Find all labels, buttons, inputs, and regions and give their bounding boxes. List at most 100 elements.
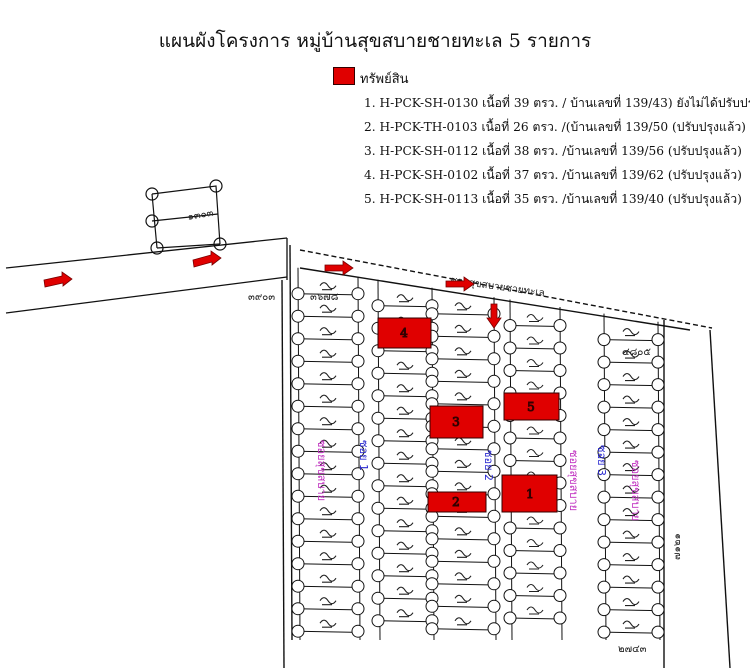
plot-corner-node [291, 377, 305, 391]
plot-corner-node [487, 419, 501, 433]
plot-row-line [509, 595, 561, 597]
plot-number-scribble [319, 282, 337, 291]
plot-number-scribble [396, 541, 414, 550]
plot-corner-node [553, 544, 567, 557]
plot-row-line [297, 585, 359, 588]
plot-row-line [297, 338, 359, 341]
plot-corner-node [487, 599, 501, 613]
plot-corner-node [553, 341, 567, 355]
plot-row-line [603, 519, 659, 522]
plot-row-line [431, 335, 495, 339]
plot-corner-node [597, 400, 611, 414]
plot-corner-node [553, 319, 567, 332]
plot-row-line [297, 495, 359, 498]
plot-corner-node [351, 444, 365, 458]
plot-number-scribble [454, 527, 472, 536]
plot-number-scribble [454, 437, 472, 446]
plot-number-scribble [622, 598, 640, 607]
plot-corner-node [597, 625, 611, 639]
plot-corner-node [487, 329, 501, 343]
plot-corner-node [351, 624, 365, 638]
arrow-right-icon [192, 250, 222, 268]
plot-row-line [603, 541, 659, 544]
plot-row-line [603, 429, 659, 432]
plot-corner-node [487, 577, 501, 591]
plot-number-scribble [396, 474, 414, 483]
plot-corner-node [553, 589, 567, 602]
plot-corner-node [425, 577, 439, 591]
plot-number-scribble [319, 327, 337, 336]
plot-number-scribble [622, 485, 640, 494]
asset-line-1: 1. H-PCK-SH-0130 เนื้อที่ 39 ตรว. / บ้าน… [364, 96, 750, 110]
plot-row-line [377, 462, 433, 465]
plot-corner-node [597, 445, 611, 459]
plot-corner-node [291, 332, 305, 346]
plot-corner-node [503, 611, 517, 625]
plot-number-scribble [526, 448, 544, 458]
plot-corner-node [371, 456, 385, 470]
plot-row-line [431, 605, 495, 609]
plot-corner-node [597, 603, 611, 617]
plot-corner-node [503, 566, 517, 580]
arrow-right-icon [324, 260, 354, 276]
plot-corner-node [371, 546, 385, 560]
plot-mark-2: ๓๖๗๘ [310, 292, 339, 303]
plot-row-line [603, 631, 659, 634]
plot-corner-node [291, 287, 305, 301]
plot-number-scribble [319, 619, 337, 628]
plot-column-line [559, 306, 563, 641]
plot-corner-node [371, 411, 385, 425]
plot-number-scribble [622, 418, 640, 427]
plot-row-line [431, 470, 495, 474]
plot-corner-node [597, 355, 611, 369]
plot-row-line [431, 515, 495, 519]
plot-corner-node [597, 468, 611, 482]
plot-number-scribble [454, 324, 472, 333]
asset-marker-5-label: 5 [527, 400, 535, 414]
plot-row-line [509, 370, 561, 372]
plot-number-scribble [319, 417, 337, 426]
plot-corner-node [597, 333, 611, 347]
plot-corner-node [651, 625, 665, 639]
plot-number-scribble [526, 516, 544, 525]
plot-corner-node [291, 444, 305, 458]
asset-marker-3 [429, 405, 484, 439]
plot-number-scribble [454, 594, 472, 603]
plot-number-scribble [396, 609, 414, 618]
asset-line-5: 5. H-PCK-SH-0113 เนื้อที่ 35 ตรว. /บ้านเ… [364, 192, 742, 206]
plot-corner-node [553, 566, 567, 580]
plot-corner-node [503, 431, 517, 445]
plot-corner-node [651, 513, 665, 527]
plot-row-line [509, 347, 561, 350]
plot-number-scribble [526, 538, 544, 548]
plot-corner-node [371, 299, 385, 313]
arrow-down-icon [486, 303, 502, 329]
plot-corner-node [503, 521, 517, 535]
plot-corner-node [351, 579, 365, 593]
arrow-right-icon [43, 271, 73, 288]
plot-row-line [377, 440, 433, 443]
plot-corner-node [651, 603, 665, 617]
plot-corner-node [425, 307, 439, 321]
plot-mark-4: ๓๙๐๓ [248, 292, 275, 303]
plot-corner-node [597, 423, 611, 437]
road-label-soi-sukhsabai: ซอยสุขสบาย [315, 440, 328, 501]
plot-number-scribble [454, 369, 472, 378]
plot-number-scribble [454, 347, 472, 356]
asset-marker-4 [377, 317, 432, 349]
plot-row-line [377, 620, 433, 623]
plot-row-line [297, 630, 359, 633]
plot-row-line [377, 485, 433, 488]
plot-mark-6: ๒๗๔๓ [618, 644, 647, 655]
plot-number-scribble [319, 597, 337, 606]
plot-corner-node [503, 544, 517, 557]
plot-corner-node [597, 535, 611, 549]
plot-number-scribble [319, 349, 337, 358]
plot-corner-node [487, 352, 501, 366]
plot-corner-node [487, 554, 501, 568]
asset-marker-2-label: 2 [452, 495, 460, 509]
plot-corner-node [351, 399, 365, 413]
plot-corner-node [291, 602, 305, 616]
arrow-right-icon [445, 276, 475, 292]
